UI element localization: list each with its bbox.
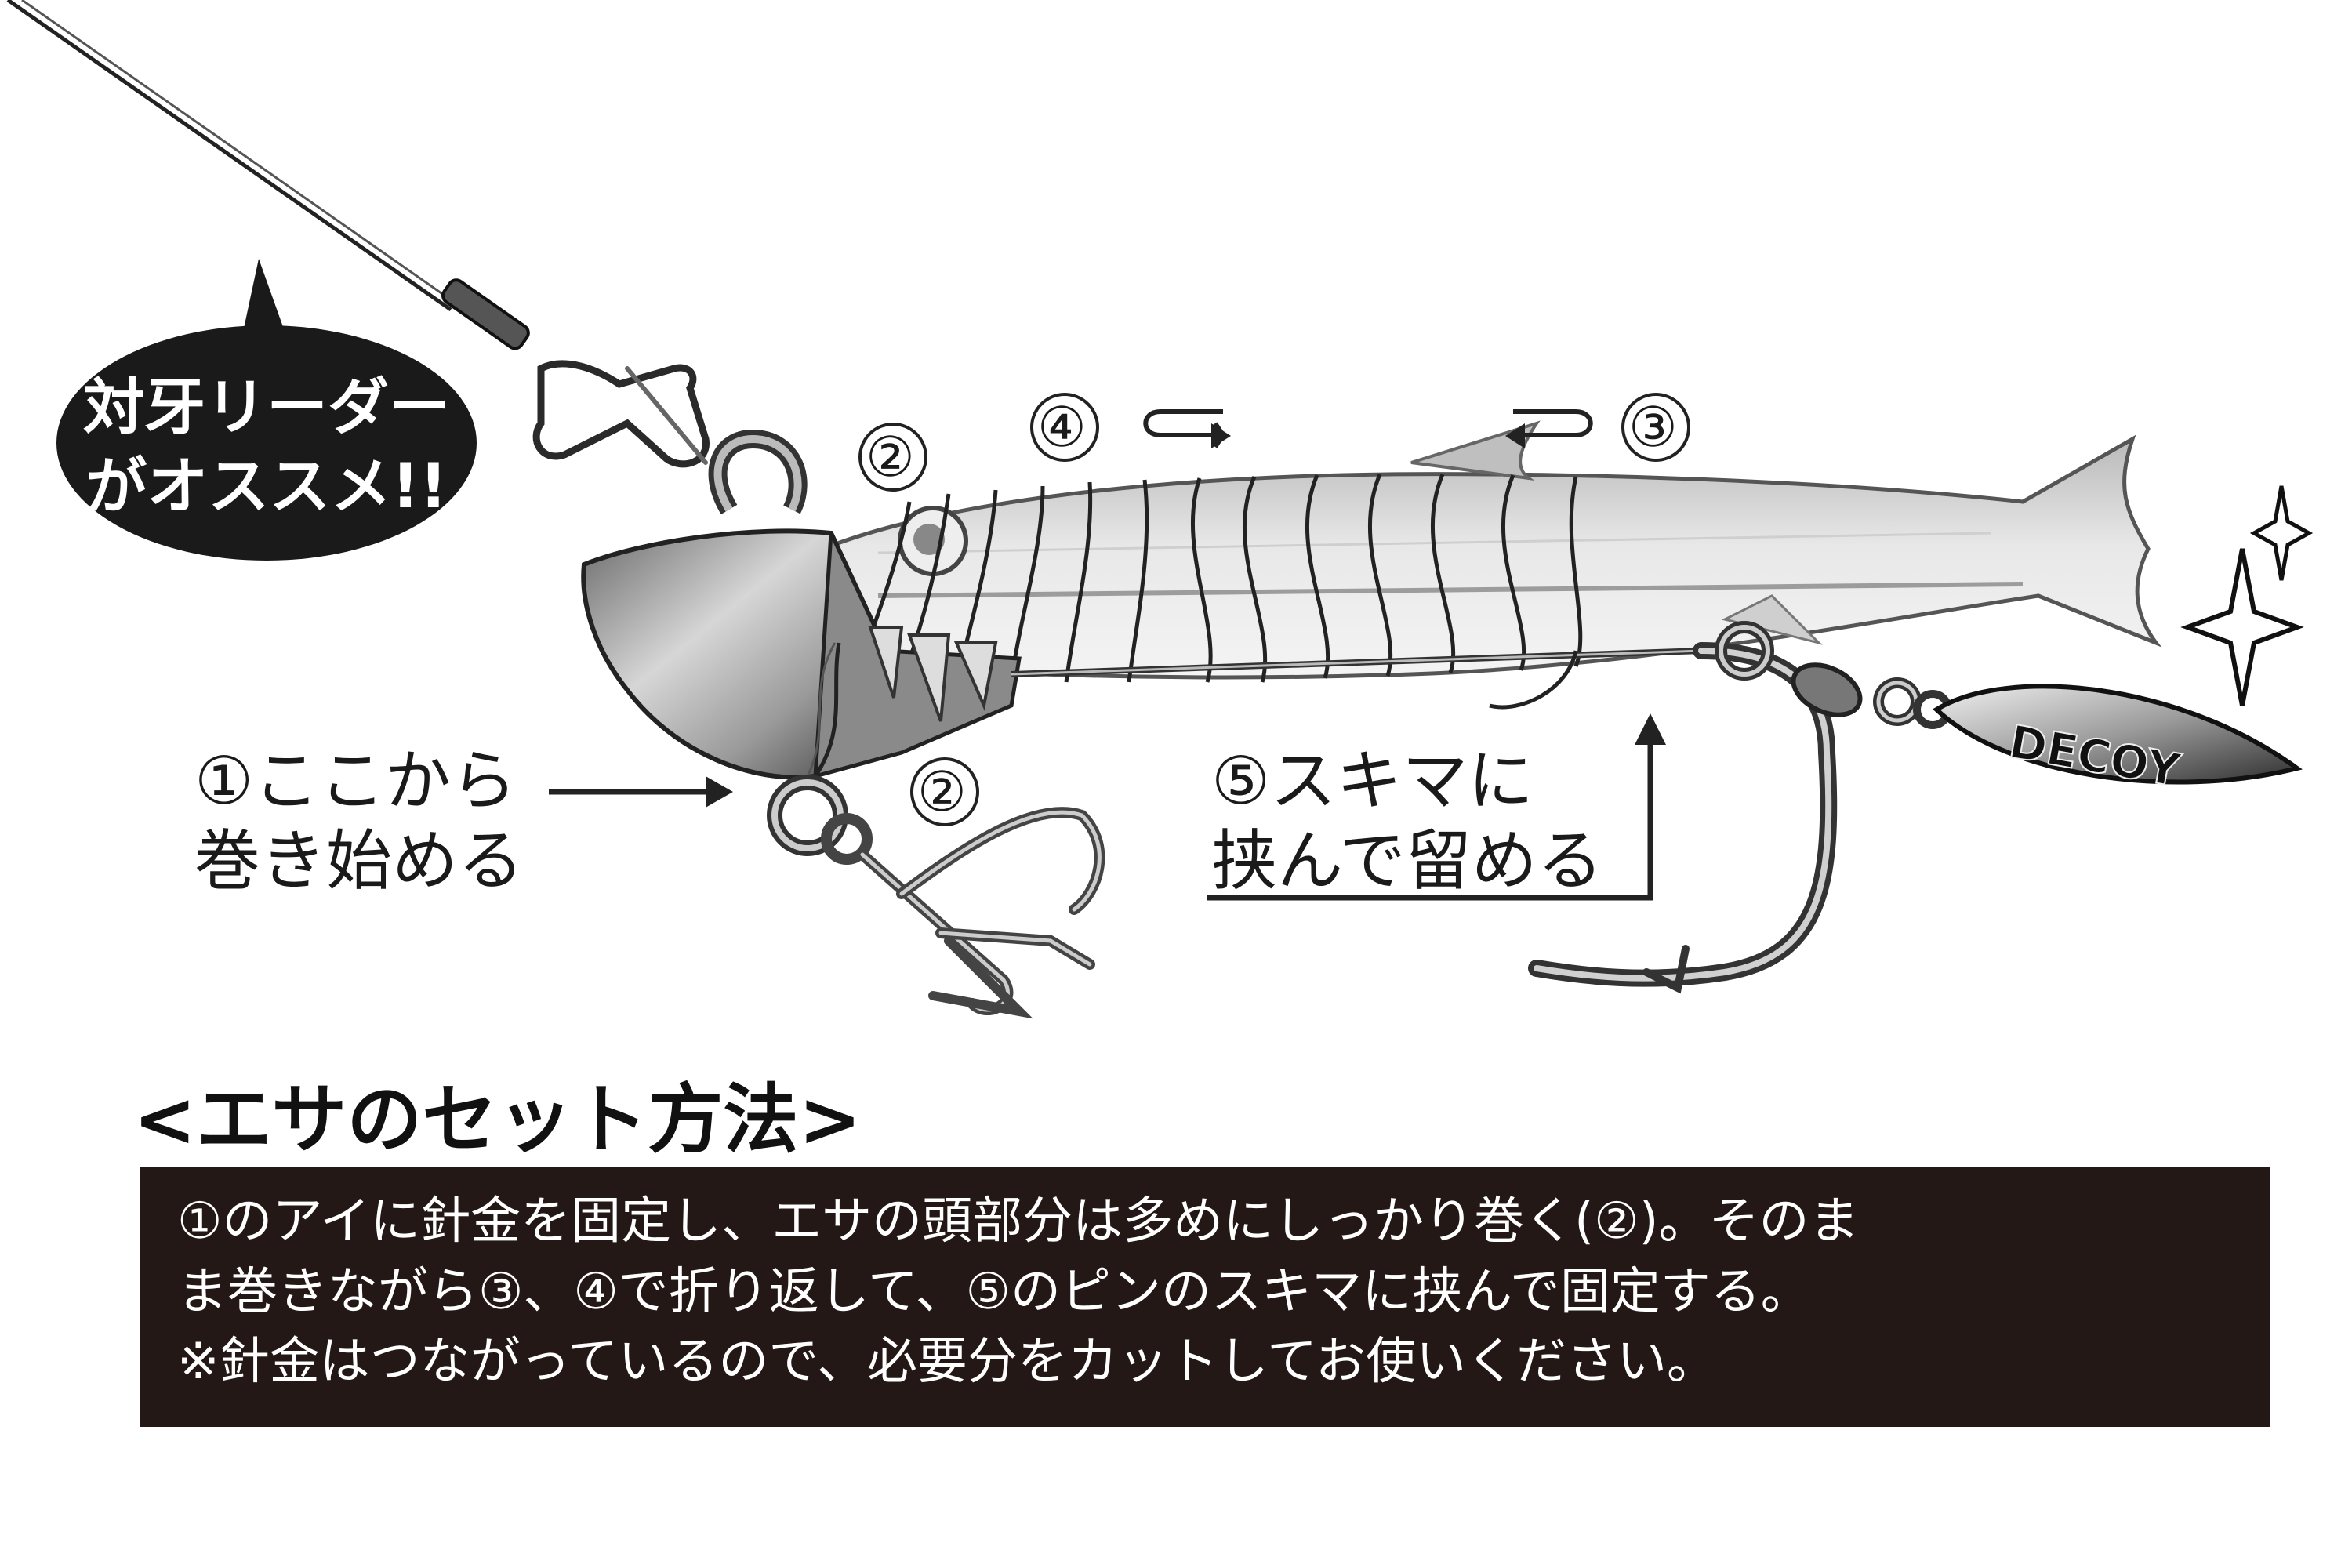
- section-title: <エサのセット方法>: [133, 1076, 862, 1163]
- leader-line: [6, 0, 530, 350]
- gap-callout-line-2: 挟んで留める: [1211, 822, 1603, 900]
- sparkle-icon: [2180, 485, 2314, 706]
- blade-swivel: [1715, 621, 1952, 729]
- bait-fish: [821, 420, 2162, 683]
- instruction-line-1: ①のアイに針金を固定し、エサの頭部分は多めにしっかり巻く(②)。そのま: [177, 1192, 1860, 1250]
- jig-head-eye: [708, 429, 808, 515]
- gap-arrow: [1207, 713, 1666, 901]
- spinner-blade: [1933, 684, 2303, 785]
- treble-hook: [767, 775, 1105, 1019]
- step-marker-circles: [858, 393, 1690, 826]
- start-callout-line-2: 巻き始める: [194, 822, 524, 900]
- instruction-line-3: ※針金はつながっているので、必要分をカットしてお使いください。: [177, 1333, 1718, 1392]
- step-marker-2-bottom: ②: [917, 760, 967, 824]
- pin-wire: [1011, 648, 1702, 710]
- instruction-line-2: ま巻きながら③、④で折り返して、⑤のピンのスキマに挟んで固定する。: [177, 1262, 1811, 1321]
- speech-bubble-text: 対牙リーダー がオススメ!!: [63, 368, 470, 528]
- bubble-line-2: がオススメ!!: [85, 452, 448, 523]
- start-arrow: [549, 776, 733, 808]
- jig-head: [581, 528, 1022, 780]
- bubble-line-1: 対牙リーダー: [82, 372, 450, 443]
- step-marker-4: ④: [1037, 395, 1087, 459]
- start-callout: ①ここから 巻き始める: [194, 741, 524, 902]
- snap-swivel: [532, 360, 710, 468]
- fold-arrows: [1143, 409, 1593, 448]
- gap-callout: ⑤スキマに 挟んで留める: [1211, 741, 1603, 902]
- step-marker-3: ③: [1628, 395, 1678, 459]
- speech-bubble: [56, 259, 477, 561]
- gap-callout-line-1: ⑤スキマに: [1211, 742, 1534, 819]
- step-marker-2-top: ②: [866, 425, 915, 489]
- instructions-box: ①のアイに針金を固定し、エサの頭部分は多めにしっかり巻く(②)。そのま ま巻きな…: [140, 1167, 2270, 1427]
- start-callout-line-1: ①ここから: [194, 742, 517, 819]
